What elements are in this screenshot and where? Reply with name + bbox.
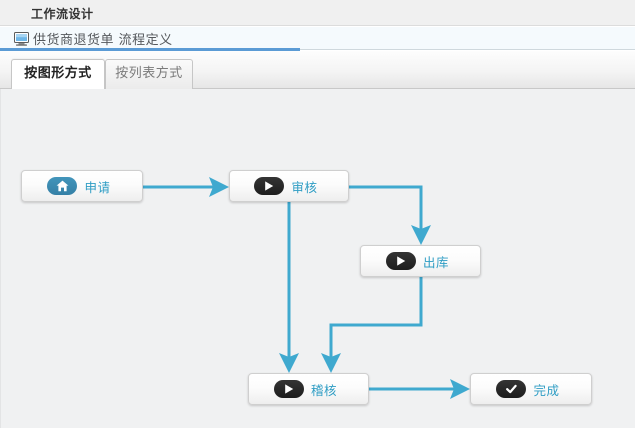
workflow-edges — [143, 177, 470, 399]
arrowhead-down-outbound — [411, 225, 431, 245]
document-accent-underline — [0, 48, 300, 51]
node-content-finish: 完成 — [496, 380, 565, 399]
node-content-apply: 申请 — [47, 177, 116, 196]
monitor-icon — [14, 31, 29, 46]
node-label-apply: 申请 — [84, 179, 111, 195]
node-content-outbound: 出库 — [385, 252, 455, 271]
home-icon — [47, 177, 78, 195]
node-label-audit: 稽核 — [310, 382, 337, 398]
edge-arrowheads — [209, 177, 470, 399]
play-icon — [385, 252, 416, 270]
node-label-review: 审核 — [291, 179, 318, 195]
arrowhead-down-audit-a — [279, 353, 299, 373]
node-label-finish: 完成 — [533, 382, 560, 398]
check-icon — [496, 380, 527, 398]
workflow-node-apply[interactable]: 申请 — [21, 170, 143, 202]
workflow-node-finish[interactable]: 完成 — [470, 373, 592, 405]
document-header: 供货商退货单 流程定义 — [0, 27, 635, 49]
workflow-canvas[interactable]: 申请 审核 出库 — [0, 89, 635, 428]
tab-strip: 按图形方式 按列表方式 — [0, 51, 635, 89]
play-icon — [254, 177, 285, 195]
workflow-node-outbound[interactable]: 出库 — [360, 245, 481, 277]
workflow-node-review[interactable]: 审核 — [229, 170, 349, 202]
page-title: 工作流设计 — [31, 7, 94, 21]
play-icon — [273, 380, 304, 398]
tab-graphic-view[interactable]: 按图形方式 — [11, 59, 105, 89]
arrowhead-right-review — [209, 177, 229, 197]
node-label-outbound: 出库 — [422, 254, 449, 270]
title-bar: 工作流设计 — [0, 0, 635, 26]
edge-outbound-audit — [329, 277, 423, 367]
tab-list-view[interactable]: 按列表方式 — [105, 59, 193, 89]
document-divider — [0, 49, 635, 50]
node-content-audit: 稽核 — [273, 380, 343, 399]
arrowhead-down-audit-b — [321, 353, 341, 373]
workflow-node-audit[interactable]: 稽核 — [248, 373, 369, 405]
edge-review-outbound — [349, 185, 423, 239]
node-content-review: 审核 — [254, 177, 323, 196]
document-title: 供货商退货单 流程定义 — [33, 33, 173, 48]
arrowhead-right-finish — [450, 379, 470, 399]
